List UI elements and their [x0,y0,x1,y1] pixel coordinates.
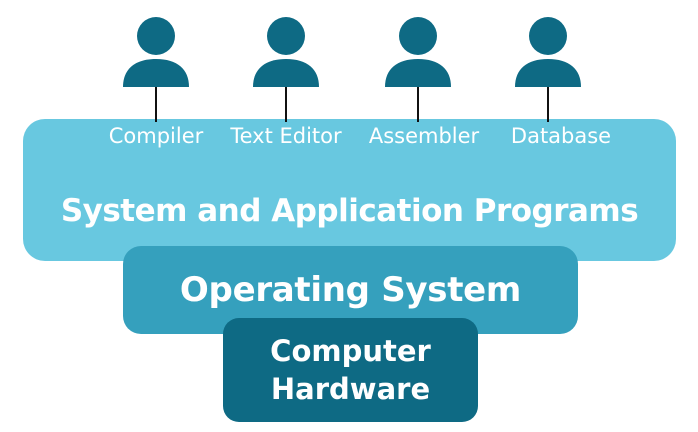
user-icon [515,17,581,122]
user-compiler [121,17,191,122]
app-label-compiler: Compiler [108,124,204,148]
user-icon [253,17,319,122]
system-application-programs-layer: System and Application Programs [23,119,676,261]
os-layer-title: Operating System [179,270,522,310]
user-icon [123,17,189,122]
user-icon [385,17,451,122]
programs-layer-title: System and Application Programs [60,193,639,229]
app-label-assembler: Assembler [368,124,480,148]
app-label-text-editor: Text Editor [230,124,342,148]
user-text-editor [251,17,321,122]
hardware-layer-title-line1: Computer [270,334,431,368]
app-label-database: Database [510,124,612,148]
hardware-layer-title-line2: Hardware [270,372,431,406]
user-assembler [383,17,453,122]
user-database [513,17,583,122]
computer-hardware-layer: Computer Hardware [223,318,478,422]
